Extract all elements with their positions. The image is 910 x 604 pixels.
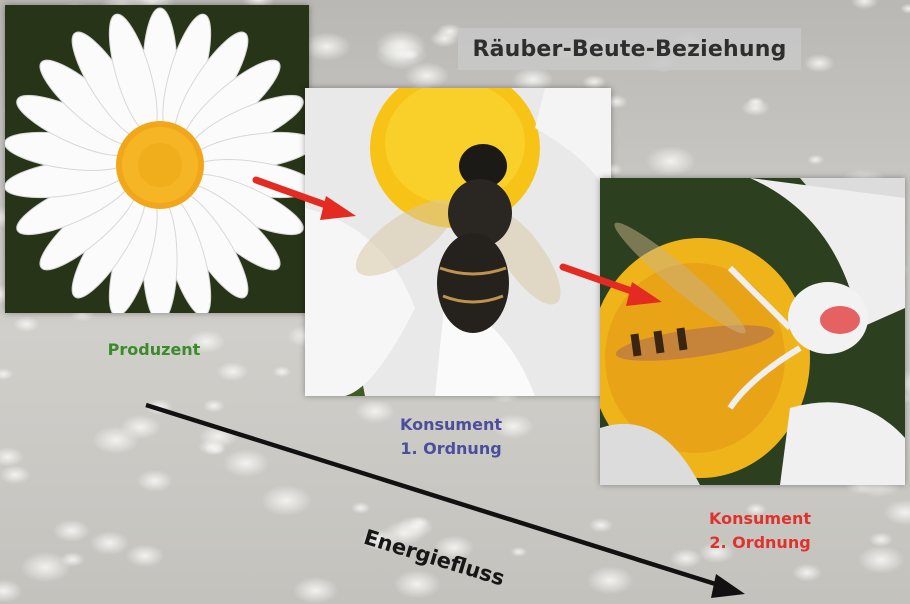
red-arrow-2 bbox=[563, 267, 662, 306]
consumer-1-label-line1: Konsument bbox=[381, 413, 521, 437]
producer-label: Produzent bbox=[84, 338, 224, 362]
consumer-1-label: Konsument 1. Ordnung bbox=[381, 413, 521, 461]
producer-label-text: Produzent bbox=[108, 340, 201, 359]
red-arrow-1 bbox=[256, 180, 356, 220]
consumer-1-label-line2: 1. Ordnung bbox=[381, 437, 521, 461]
consumer-2-label-line1: Konsument bbox=[690, 507, 830, 531]
consumer-2-label: Konsument 2. Ordnung bbox=[690, 507, 830, 555]
consumer-2-label-line2: 2. Ordnung bbox=[690, 531, 830, 555]
